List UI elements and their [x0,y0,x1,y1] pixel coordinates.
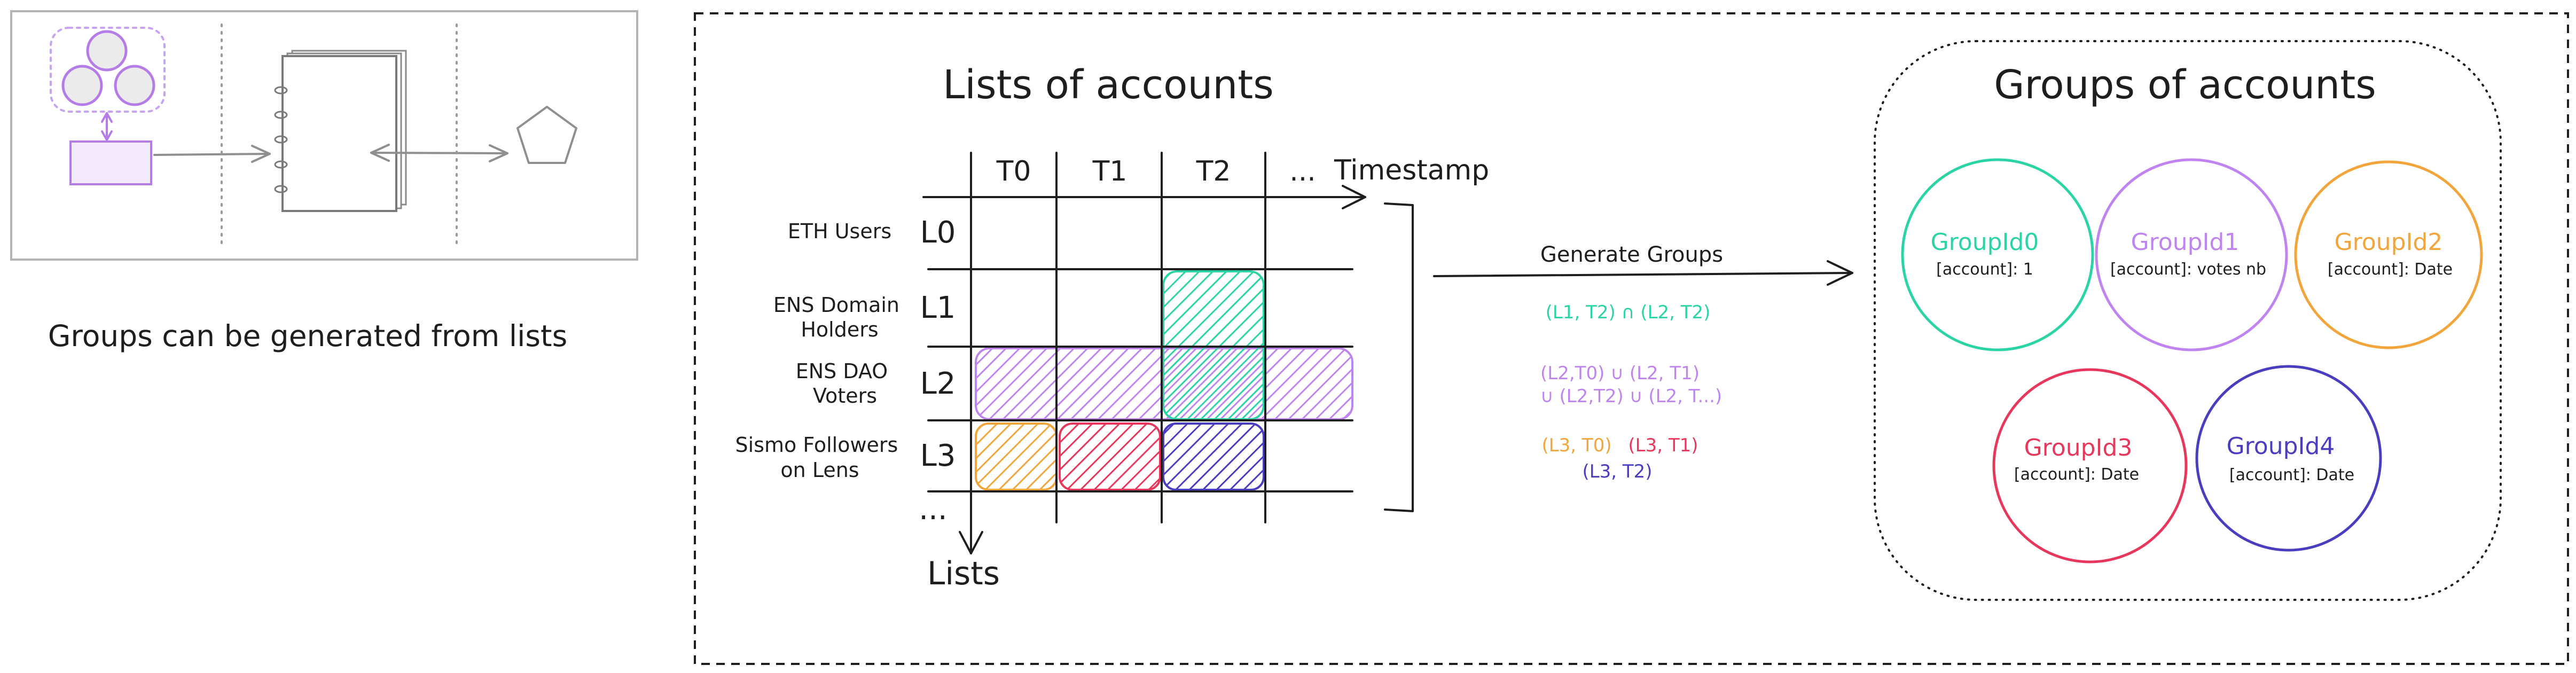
group-item: GroupId1 [account]: votes nb [2095,158,2288,351]
group-boundary-icon [50,27,166,113]
thumbnail-panel [10,10,638,261]
lists-title: Lists of accounts [943,62,1274,108]
double-arrow-vertical-icon [101,112,113,141]
highlight-t2-l1-l2 [1162,270,1265,420]
group-item: GroupId2 [account]: Date [2294,160,2483,349]
notebook-icon [274,50,407,212]
group-circle [2095,158,2288,351]
row-descriptions: ETH Users ENS Domain Holders ENS DAO Vot… [735,220,906,482]
row-description: ENS DAO Voters [796,359,895,408]
selection-bracket [1384,202,1414,512]
row-description-line: on Lens [780,458,859,482]
generate-groups-label: Generate Groups [1540,242,1723,267]
arrow-head [489,144,508,162]
column-header: T2 [1196,155,1231,187]
column-header-more: ... [1289,155,1316,187]
group-value: [account]: votes nb [2110,260,2266,279]
row-description-line: Sismo Followers [735,433,898,457]
timestamp-axis-arrowhead [1342,185,1366,209]
notebook-cover [281,55,397,212]
account-circle-icon [114,65,155,106]
caption: Groups can be generated from lists [48,319,568,353]
row-description: Sismo Followers on Lens [735,433,905,482]
formula-line: (L3, T0) (L3, T1) [1541,435,1698,456]
lists-grid [922,152,1366,554]
row-description-line: Voters [813,384,877,408]
row-ids: L0 L1 L2 L3 ... [919,215,956,527]
group-circle [2294,160,2483,349]
highlight-l3-t0 [975,422,1058,491]
notebook-ring [274,135,288,144]
group-item: GroupId0 [account]: 1 [1901,158,2094,351]
formula-line: (L3, T2) [1582,461,1652,482]
group-circle [2195,365,2382,552]
list-highlights [975,270,1353,491]
group-value: [account]: Date [2328,260,2453,279]
group-value: [account]: 1 [1936,260,2033,279]
generate-arrow [1433,260,1853,286]
group-item: GroupId4 [account]: Date [2195,365,2382,552]
lists-axis-label: Lists [927,555,1000,592]
row-id: L0 [920,215,956,250]
row-description: ETH Users [788,220,891,243]
account-circle-icon [61,65,103,106]
notebook-ring [274,185,288,193]
main-frame [694,12,2569,665]
row-description: ENS Domain Holders [773,293,906,341]
row-id: L2 [920,366,956,401]
row-description-line: ENS DAO [796,359,888,383]
row-id: L3 [920,439,956,473]
formula-line: ∪ (L2,T2) ∪ (L2, T...) [1540,386,1722,407]
formula-line: (L2,T0) ∪ (L2, T1) [1540,363,1700,384]
group-value: [account]: Date [2014,465,2139,484]
arrow-right-icon [153,145,271,163]
column-header: T0 [996,155,1031,187]
group-name: GroupId0 [1931,229,2039,256]
groups-container [1874,40,2502,601]
arrow-head [370,144,390,162]
group-name: GroupId3 [2024,434,2133,461]
group-value: [account]: Date [2229,466,2354,484]
arrow-head [1827,260,1853,286]
column-headers: T0 T1 T2 ... Timestamp [996,154,1490,187]
arrow-shaft [1433,272,1853,277]
highlight-l3-t2 [1162,422,1265,491]
group-item: GroupId3 [account]: Date [1992,368,2188,564]
timestamp-axis-label: Timestamp [1334,154,1489,186]
row-description-line: Holders [801,318,878,341]
formula-line: (L1, T2) ∩ (L2, T2) [1546,302,1711,323]
double-arrow-horizontal-icon [370,144,508,162]
arrow-head [101,130,113,141]
row-id-more: ... [919,492,947,527]
notebook-ring [274,111,288,119]
account-circle-icon [86,30,128,72]
row-id: L1 [920,291,956,325]
column-header: T1 [1092,155,1128,187]
group-circles-icon [50,27,166,113]
pentagon-icon [516,106,577,164]
arrow-head [101,112,113,123]
group-name: GroupId2 [2335,229,2443,256]
groups-title: Groups of accounts [1994,62,2376,108]
group-circle [1901,158,2094,351]
list-rectangle-icon [69,140,152,185]
formula-part: (L3, T1) [1628,435,1698,456]
notebook-ring [274,160,288,169]
group-name: GroupId4 [2227,433,2335,460]
highlight-l3-t1 [1059,422,1161,491]
arrow-shaft [153,153,271,156]
group-circle [1992,368,2188,564]
arrow-head [251,145,271,163]
lists-axis-arrowhead [959,531,983,554]
row-description-line: ETH Users [788,220,891,243]
group-name: GroupId1 [2131,229,2240,256]
formula-part: (L3, T0) [1541,435,1611,456]
notebook-ring [274,86,288,95]
row-description-line: ENS Domain [773,293,899,317]
group-formulas: (L1, T2) ∩ (L2, T2) (L2,T0) ∪ (L2, T1) ∪… [1540,302,1722,482]
